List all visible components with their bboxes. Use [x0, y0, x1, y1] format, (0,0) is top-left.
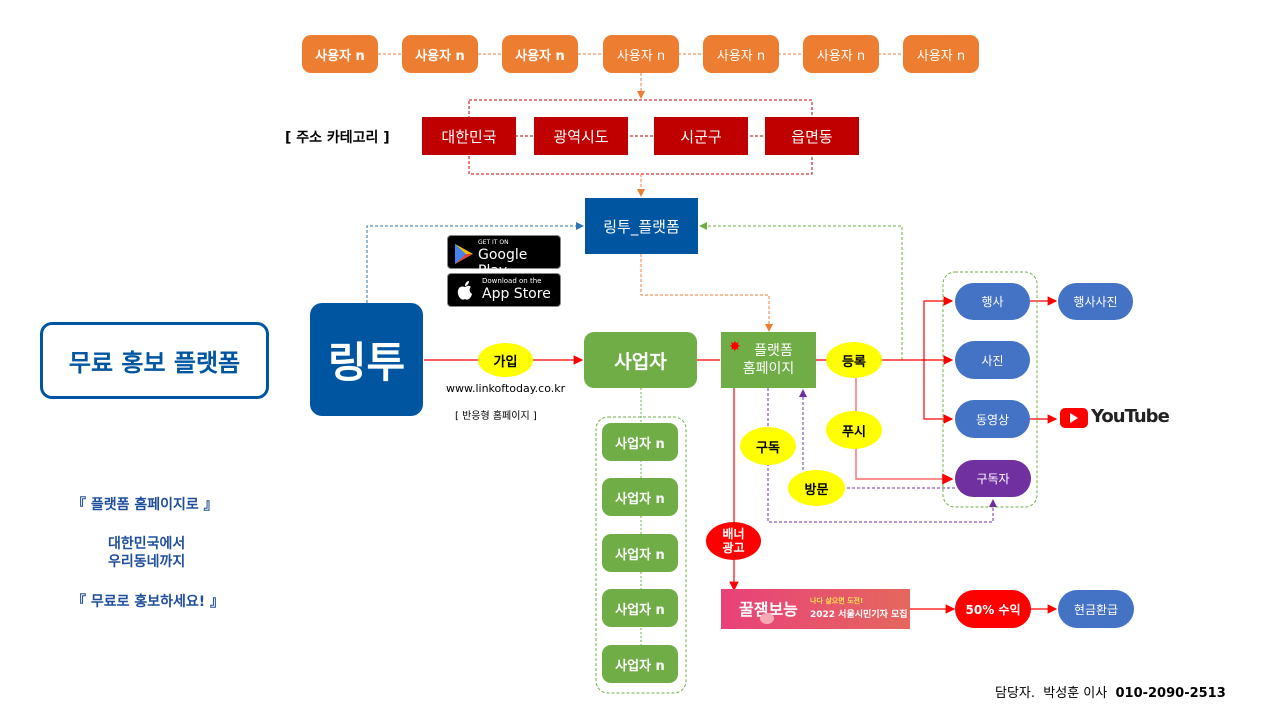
platform-homepage-node[interactable]: ✸ 플랫폼 홈페이지 — [721, 332, 816, 388]
user-node[interactable]: 사용자 n — [703, 35, 779, 73]
business-item[interactable]: 사업자 n — [602, 534, 678, 572]
homepage-line-2: 홈페이지 — [742, 361, 795, 377]
youtube-wordmark: YouTube — [1091, 406, 1170, 427]
user-node[interactable]: 사용자 n — [502, 35, 578, 73]
visit-bubble[interactable]: 방문 — [788, 470, 845, 506]
website-url[interactable]: www.linkoftoday.co.kr — [446, 382, 566, 395]
address-country[interactable]: 대한민국 — [422, 117, 516, 155]
address-category-label: [ 주소 카테고리 ] — [285, 130, 390, 146]
address-town[interactable]: 읍면동 — [765, 117, 859, 155]
promo-line-2: 대한민국에서 — [108, 536, 186, 552]
pig-icon — [760, 613, 774, 624]
user-node[interactable]: 사용자 n — [302, 35, 378, 73]
user-node[interactable]: 사용자 n — [402, 35, 478, 73]
subscriber-node[interactable]: 구독자 — [955, 460, 1031, 497]
promo-line-4: 『 무료로 홍보하세요! 』 — [72, 594, 225, 610]
promo-line-1: 『 플랫폼 홈페이지로 』 — [72, 497, 218, 513]
banner-ad-line-2: 광고 — [722, 541, 745, 555]
contact-prefix: 담당자. — [995, 686, 1036, 701]
user-node[interactable]: 사용자 n — [603, 35, 679, 73]
banner-ad-bubble[interactable]: 배너 광고 — [706, 522, 761, 560]
event-node[interactable]: 행사 — [955, 283, 1030, 320]
business-node[interactable]: 사업자 — [584, 332, 697, 388]
contact-phone: 010-2090-2513 — [1115, 686, 1226, 701]
ad-banner-title: 꿀잼보능 — [739, 600, 798, 619]
apple-icon — [457, 281, 472, 300]
youtube-logo[interactable]: YouTube — [1060, 406, 1170, 432]
platform-node[interactable]: 링투_플랫폼 — [585, 198, 698, 254]
ad-banner-image[interactable]: 꿀잼보능 나다 살으면 도전! 2022 서울시민기자 모집 — [721, 589, 910, 629]
banner-ad-line-1: 배너 — [722, 527, 745, 541]
starburst-icon: ✸ — [729, 339, 741, 355]
address-province[interactable]: 광역시도 — [534, 117, 628, 155]
register-bubble[interactable]: 등록 — [826, 342, 882, 378]
contact-name: 박성훈 이사 — [1043, 686, 1108, 701]
ad-banner-sub-2: 2022 서울시민기자 모집 — [810, 610, 908, 620]
user-node[interactable]: 사용자 n — [903, 35, 979, 73]
address-city[interactable]: 시군구 — [654, 117, 748, 155]
business-item[interactable]: 사업자 n — [602, 645, 678, 683]
app-store-big: App Store — [482, 286, 551, 302]
business-item[interactable]: 사업자 n — [602, 478, 678, 516]
subscribe-bubble[interactable]: 구독 — [740, 427, 796, 465]
video-node[interactable]: 동영상 — [955, 400, 1030, 438]
join-bubble[interactable]: 가입 — [478, 343, 533, 377]
event-photo-node[interactable]: 행사사진 — [1058, 283, 1133, 320]
google-play-badge[interactable]: GET IT ON Google Play — [447, 235, 561, 279]
app-store-small: Download on the — [482, 277, 542, 285]
revenue-share-node[interactable]: 50% 수익 — [955, 590, 1031, 628]
ad-banner-sub-1: 나다 살으면 도전! — [810, 597, 864, 605]
promo-line-3: 우리동네까지 — [108, 554, 186, 570]
homepage-line-1: 플랫폼 — [754, 343, 793, 359]
responsive-note: [ 반응형 홈페이지 ] — [455, 411, 537, 422]
google-play-icon — [455, 244, 473, 264]
user-node[interactable]: 사용자 n — [803, 35, 879, 73]
photo-node[interactable]: 사진 — [955, 341, 1030, 379]
app-store-badge[interactable]: Download on the App Store — [447, 273, 561, 307]
business-item[interactable]: 사업자 n — [602, 423, 678, 461]
business-item[interactable]: 사업자 n — [602, 589, 678, 627]
youtube-play-icon — [1060, 408, 1088, 428]
push-bubble[interactable]: 푸시 — [826, 411, 882, 449]
promo-title: 무료 홍보 플랫폼 — [40, 322, 269, 399]
google-play-small: GET IT ON — [478, 239, 509, 246]
cashback-node[interactable]: 현금환급 — [1058, 590, 1134, 628]
linkto-logo[interactable]: 링투 — [310, 303, 423, 416]
contact-info: 담당자. 박성훈 이사 010-2090-2513 — [995, 682, 1226, 701]
